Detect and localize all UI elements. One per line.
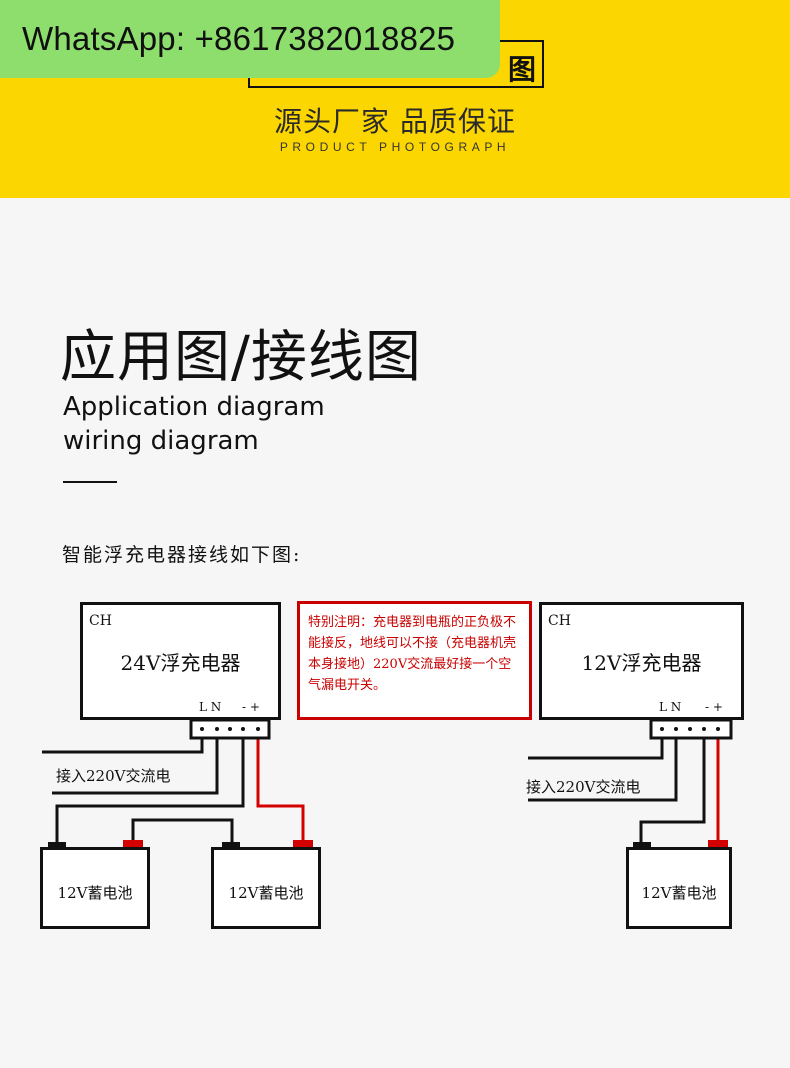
heading-accent-line (63, 481, 117, 483)
page-subtitle-line2: wiring diagram (63, 426, 259, 456)
battery-1: 12V蓄电池 (40, 847, 150, 929)
battery1-pos-post (123, 840, 143, 848)
terminal-neg-right (702, 727, 706, 731)
wire-ac-right-n (528, 738, 678, 802)
terminal-neg-left (241, 727, 245, 731)
page-title: 应用图/接线图 (60, 325, 422, 390)
battery3-pos-post (708, 840, 728, 848)
page-subtitle-line1: Application diagram (63, 392, 325, 422)
terminal-pos-left (256, 727, 260, 731)
charger-24v: CH 24V浮充电器 L N - + (80, 602, 281, 720)
terminal-n-right (674, 727, 678, 731)
banner-slogan: 源头厂家 品质保证 (274, 105, 516, 138)
charger-24v-name: 24V浮充电器 (120, 651, 241, 675)
warning-note: 特别注明：充电器到电瓶的正负极不能接反，地线可以不接（充电器机壳本身接地）220… (297, 601, 532, 720)
battery-2-label: 12V蓄电池 (228, 884, 304, 902)
banner-subtitle: PRODUCT PHOTOGRAPH (279, 140, 511, 154)
wire-neg-right (639, 738, 706, 847)
terminal-g-left (228, 727, 232, 731)
wire-ac-left-n (52, 738, 219, 795)
diagram-intro: 智能浮充电器接线如下图: (62, 544, 302, 566)
charger-12v-ch: CH (548, 613, 571, 629)
charger-24v-pm: - + (242, 700, 260, 714)
wire-series-link (131, 818, 234, 847)
ac-input-label-left: 接入220V交流电 (56, 767, 171, 785)
battery2-neg-post (222, 842, 240, 849)
battery-3: 12V蓄电池 (626, 847, 732, 929)
battery-1-label: 12V蓄电池 (57, 884, 133, 902)
ac-input-label-right: 接入220V交流电 (526, 778, 641, 796)
battery1-neg-post (48, 842, 66, 849)
charger-12v-ln: L N (659, 700, 682, 714)
wire-pos-left (256, 738, 305, 842)
charger-24v-ch: CH (89, 613, 112, 629)
terminal-pos-right (716, 727, 720, 731)
charger-12v: CH 12V浮充电器 L N - + (539, 602, 744, 720)
charger-12v-name: 12V浮充电器 (581, 651, 702, 675)
banner-title: 图 (507, 53, 536, 86)
battery2-pos-post (293, 840, 313, 848)
battery-2: 12V蓄电池 (211, 847, 321, 929)
terminal-l-left (200, 727, 204, 731)
terminal-n-left (215, 727, 219, 731)
wire-ac-left-l (42, 738, 204, 754)
terminal-g-right (688, 727, 692, 731)
wire-neg-left (55, 738, 245, 847)
terminal-l-right (660, 727, 664, 731)
charger-12v-pm: - + (705, 700, 723, 714)
whatsapp-badge[interactable]: WhatsApp: +8617382018825 (0, 0, 500, 78)
battery-3-label: 12V蓄电池 (641, 884, 717, 902)
battery3-neg-post (633, 842, 651, 849)
wire-ac-right-l (528, 738, 664, 760)
warning-note-text: 特别注明：充电器到电瓶的正负极不能接反，地线可以不接（充电器机壳本身接地）220… (308, 615, 517, 693)
charger-24v-ln: L N (199, 700, 222, 714)
